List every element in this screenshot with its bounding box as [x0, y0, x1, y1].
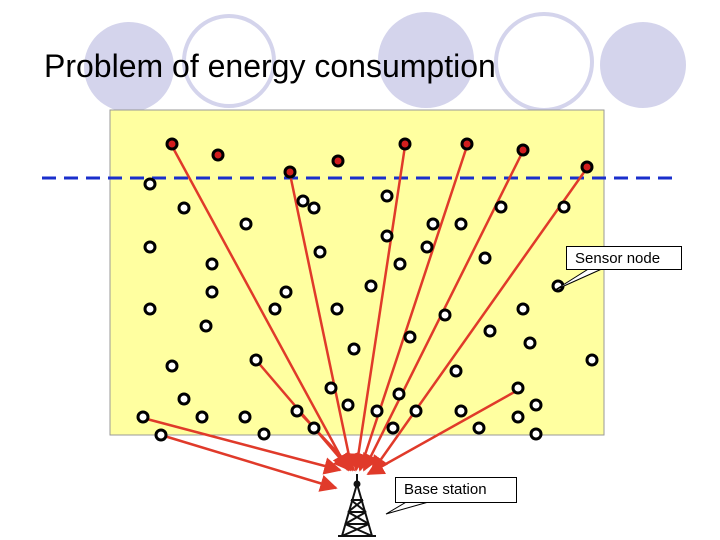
sensor-node: [380, 189, 394, 203]
sensor-node: [494, 200, 508, 214]
sensor-node: [420, 240, 434, 254]
sensor-node: [177, 392, 191, 406]
sensor-node: [483, 324, 497, 338]
sensor-node: [165, 359, 179, 373]
sensor-node: [205, 285, 219, 299]
route-arrow: [142, 416, 342, 475]
sensor-node: [177, 201, 191, 215]
sensor-node: [380, 229, 394, 243]
sensor-node: [199, 319, 213, 333]
sensor-node: [296, 194, 310, 208]
sensor-node: [290, 404, 304, 418]
sensor-node: [472, 421, 486, 435]
active-sensor-node: [331, 154, 345, 168]
sensor-node: [409, 404, 423, 418]
slide-title: Problem of energy consumption: [44, 48, 496, 84]
sensor-node: [330, 302, 344, 316]
sensor-node: [516, 302, 530, 316]
active-sensor-node: [283, 165, 297, 179]
sensor-node: [143, 177, 157, 191]
sensor-node: [511, 381, 525, 395]
sensor-node: [393, 257, 407, 271]
sensor-node: [523, 336, 537, 350]
sensor-node: [341, 398, 355, 412]
sensor-node: [239, 217, 253, 231]
sensor-node: [136, 410, 150, 424]
route-arrow: [349, 145, 407, 472]
decorative-ring: [182, 14, 276, 108]
sensor-node: [511, 410, 525, 424]
active-sensor-node: [165, 137, 179, 151]
sensor-node: [143, 240, 157, 254]
sensor-node: [268, 302, 282, 316]
base-station-label: Base station: [395, 477, 517, 503]
sensor-node: [557, 200, 571, 214]
sensor-node: [324, 381, 338, 395]
route-arrows: [142, 145, 589, 492]
sensor-node: [403, 330, 417, 344]
sensor-node: [449, 364, 463, 378]
route-arrow: [288, 173, 358, 472]
sensor-node: [529, 427, 543, 441]
sensor-node: [454, 404, 468, 418]
sensor-node: [257, 427, 271, 441]
sensor-node: [370, 404, 384, 418]
sensor-node: [238, 410, 252, 424]
sensor-node: [313, 245, 327, 259]
sensor-node: [154, 428, 168, 442]
decorative-circle: [84, 22, 174, 112]
sensor-node: [478, 251, 492, 265]
sensor-node: [249, 353, 263, 367]
radio-tower-icon: [338, 474, 376, 537]
active-sensor-node: [580, 160, 594, 174]
sensor-node: [143, 302, 157, 316]
sensor-node: [279, 285, 293, 299]
sensor-node: [426, 217, 440, 231]
sensor-node: [386, 421, 400, 435]
decorative-circle: [378, 12, 474, 108]
sensor-field: [109, 109, 605, 436]
sensor-node: [347, 342, 361, 356]
route-arrow: [160, 433, 338, 492]
active-sensor-node: [398, 137, 412, 151]
sensor-node: [307, 201, 321, 215]
route-arrow: [298, 411, 356, 472]
sensor-node-label: Sensor node: [566, 246, 682, 270]
route-arrow: [370, 167, 589, 474]
active-sensor-node: [211, 148, 225, 162]
sensor-node: [454, 217, 468, 231]
sensor-node: [364, 279, 378, 293]
sensor-node: [529, 398, 543, 412]
sensor-node: [307, 421, 321, 435]
sensor-node: [205, 257, 219, 271]
sensor-nodes: [136, 137, 599, 442]
active-sensor-node: [516, 143, 530, 157]
decorative-circle: [600, 22, 686, 108]
sensor-node: [195, 410, 209, 424]
route-arrow: [170, 145, 350, 472]
active-sensor-node: [460, 137, 474, 151]
route-arrow: [366, 388, 519, 476]
sensor-node: [585, 353, 599, 367]
sensor-node: [392, 387, 406, 401]
sensor-node: [438, 308, 452, 322]
